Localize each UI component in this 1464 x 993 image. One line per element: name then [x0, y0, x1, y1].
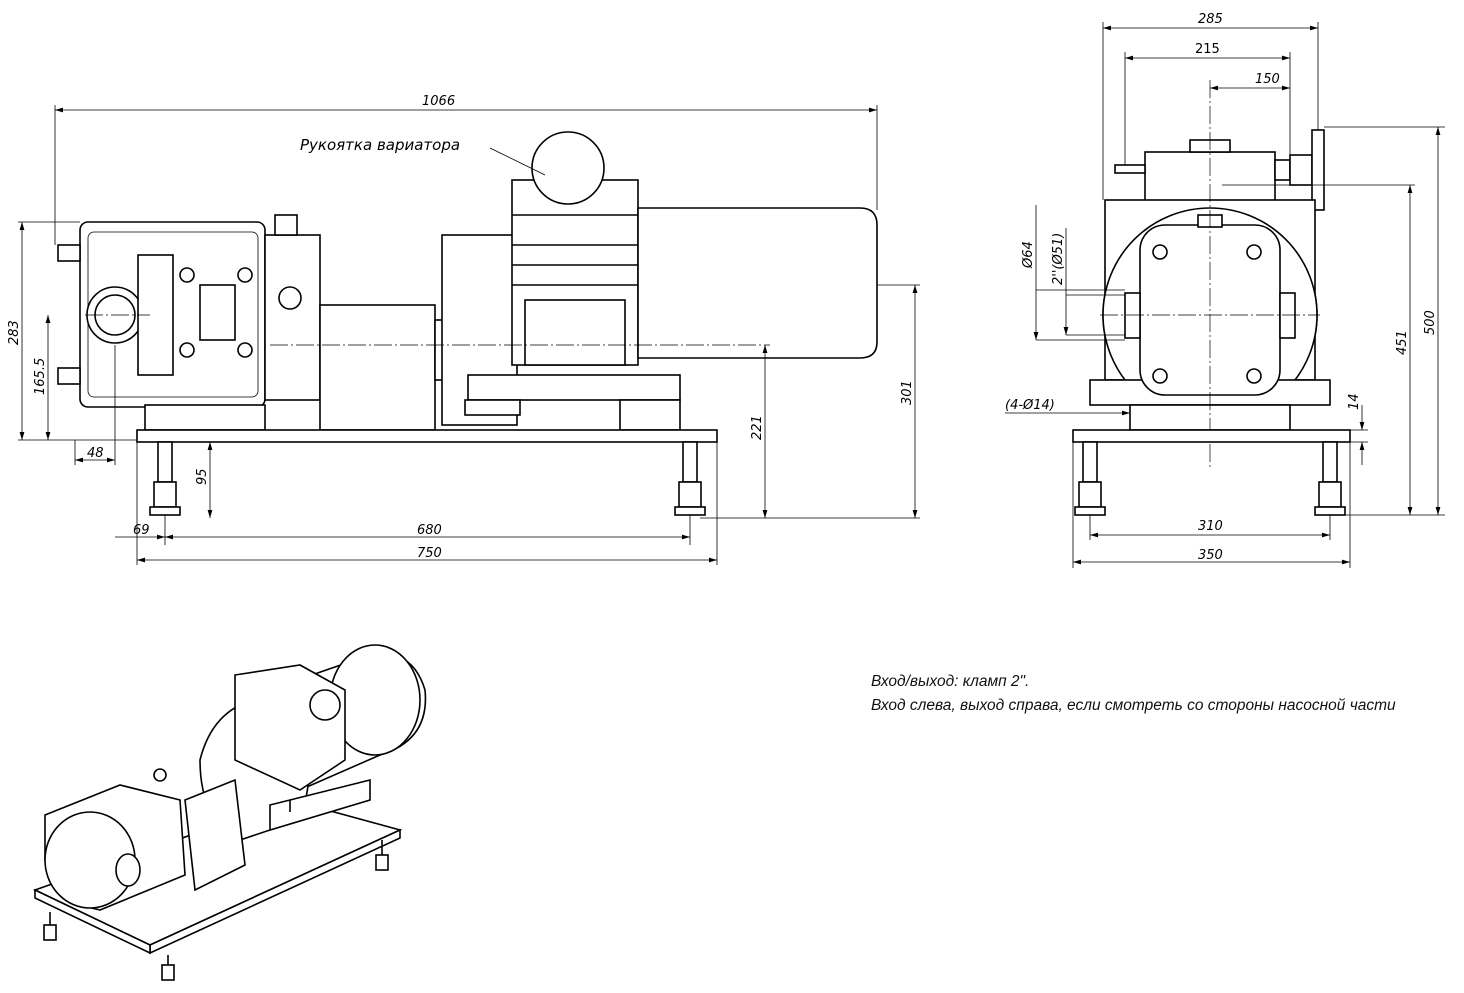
- foot: [674, 441, 706, 516]
- dim-451: 451: [1395, 330, 1410, 355]
- dim-310: 310: [1198, 519, 1223, 534]
- foot: [1074, 441, 1106, 516]
- dim-750: 750: [417, 546, 442, 561]
- dim-301: 301: [900, 380, 915, 405]
- dim-mount-holes: (4-Ø14): [1005, 398, 1055, 413]
- note-connection: Вход/выход: кламп 2".: [871, 673, 1030, 690]
- foot: [1314, 441, 1346, 516]
- side-dimension-labels: 285 215 150 500 451 14 Ø64 2''(Ø51) (4-Ø…: [1005, 12, 1438, 563]
- dim-port-outer: Ø64: [1021, 241, 1036, 269]
- dim-165-5: 165.5: [33, 358, 48, 395]
- variator-handle-label: Рукоятка вариатора: [300, 136, 460, 154]
- dim-95: 95: [195, 468, 210, 485]
- foot: [149, 441, 181, 516]
- dim-500: 500: [1423, 310, 1438, 335]
- dim-283: 283: [7, 320, 22, 345]
- dim-port-inner: 2''(Ø51): [1051, 233, 1066, 285]
- isometric-view: [32, 644, 427, 981]
- dim-680: 680: [417, 523, 442, 538]
- dim-69: 69: [133, 523, 150, 538]
- dim-1066: 1066: [422, 94, 455, 109]
- dim-14: 14: [1347, 393, 1362, 410]
- dim-215: 215: [1195, 42, 1220, 57]
- front-dimension-labels: 1066 Рукоятка вариатора 283 165.5 48 95 …: [7, 94, 915, 561]
- front-view: [18, 105, 920, 565]
- variator-knob: [531, 131, 605, 205]
- dim-221: 221: [750, 415, 765, 440]
- side-view: [1005, 22, 1445, 568]
- dim-150: 150: [1255, 72, 1280, 87]
- dim-285: 285: [1198, 12, 1223, 27]
- note-orientation: Вход слева, выход справа, если смотреть …: [871, 697, 1396, 714]
- dim-48: 48: [87, 446, 104, 461]
- dim-350: 350: [1198, 548, 1223, 563]
